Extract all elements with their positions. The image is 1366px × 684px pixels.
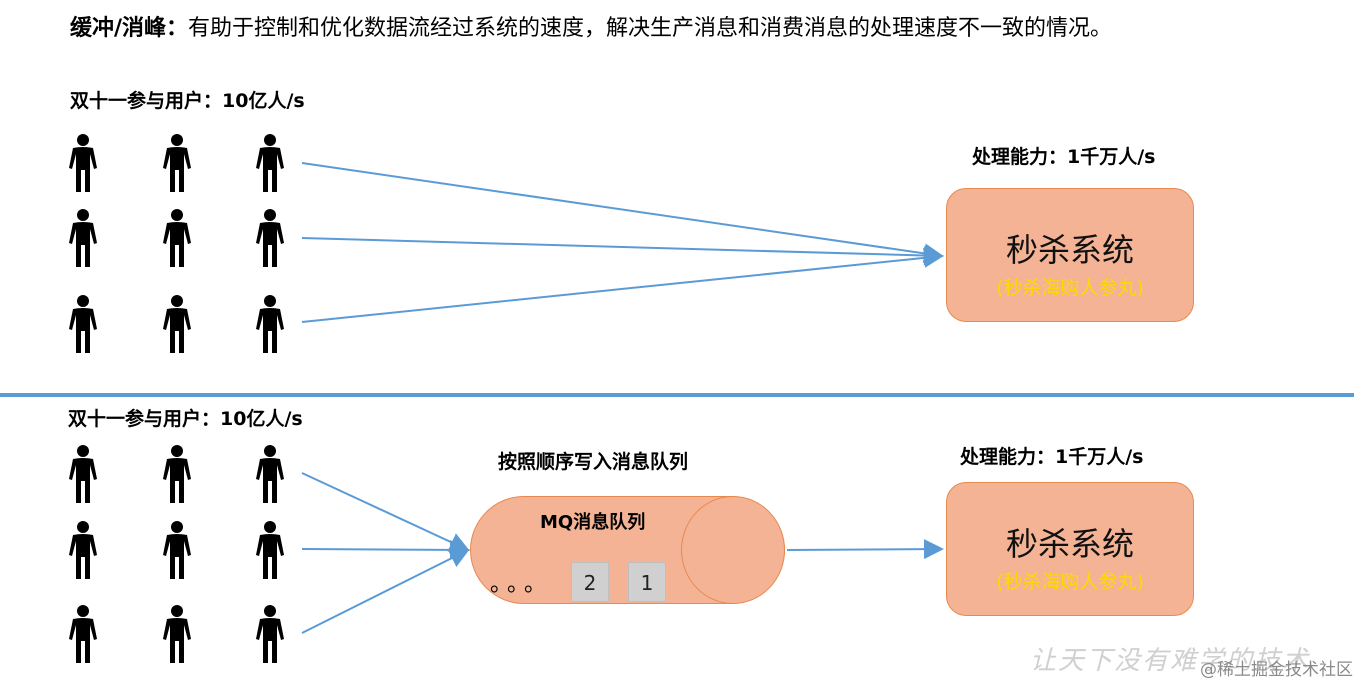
person-icon [68,521,98,579]
headline: 缓冲/消峰：有助于控制和优化数据流经过系统的速度，解决生产消息和消费消息的处理速… [70,10,1112,42]
person-icon [162,605,192,663]
bottom-arrow-3 [301,549,470,634]
mq-queue-cap [681,496,785,604]
bottom-seckill-system-box: 秒杀系统 (秒杀海购人参丸) [946,482,1194,616]
bottom-system-subtitle: (秒杀海购人参丸) [996,571,1144,593]
bottom-arrow-2 [301,539,470,560]
top-system-subtitle: (秒杀海购人参丸) [996,277,1144,299]
source-tag: @稀土掘金技术社区 [1200,660,1353,680]
top-arrow-2 [301,237,944,266]
bottom-users-label: 双十一参与用户：10亿人/s [68,408,303,430]
top-seckill-system-box: 秒杀系统 (秒杀海购人参丸) [946,188,1194,322]
bottom-arrow-1 [301,472,470,552]
headline-text: 有助于控制和优化数据流经过系统的速度，解决生产消息和消费消息的处理速度不一致的情… [188,16,1113,41]
person-icon [68,445,98,503]
person-icon [255,445,285,503]
top-arrow-1 [301,162,944,264]
watermark-text: 让天下没有难学的技术 [1030,646,1311,676]
person-icon [255,209,285,267]
bottom-capacity-label: 处理能力：1千万人/s [960,446,1144,468]
queue-to-system-arrow [786,539,944,560]
person-icon [255,134,285,192]
person-icon [162,134,192,192]
person-icon [255,521,285,579]
queue-ellipsis: 。。。 [490,572,553,597]
top-arrow-3 [301,247,944,323]
person-icon [162,445,192,503]
person-icon [162,521,192,579]
queue-caption: 按照顺序写入消息队列 [498,451,689,473]
top-users-label: 双十一参与用户：10亿人/s [70,90,305,112]
queue-message-1: 1 [628,562,666,602]
mq-queue-title: MQ消息队列 [540,512,646,533]
queue-message-2: 2 [571,562,609,602]
person-icon [255,605,285,663]
person-icon [68,295,98,353]
top-capacity-label: 处理能力：1千万人/s [972,146,1156,168]
person-icon [68,209,98,267]
person-icon [162,209,192,267]
person-icon [68,605,98,663]
person-icon [162,295,192,353]
headline-bold: 缓冲/消峰： [70,16,189,41]
bottom-system-title: 秒杀系统 [1005,525,1134,563]
person-icon [255,295,285,353]
top-system-title: 秒杀系统 [1005,231,1134,269]
section-divider [0,393,1354,397]
person-icon [68,134,98,192]
